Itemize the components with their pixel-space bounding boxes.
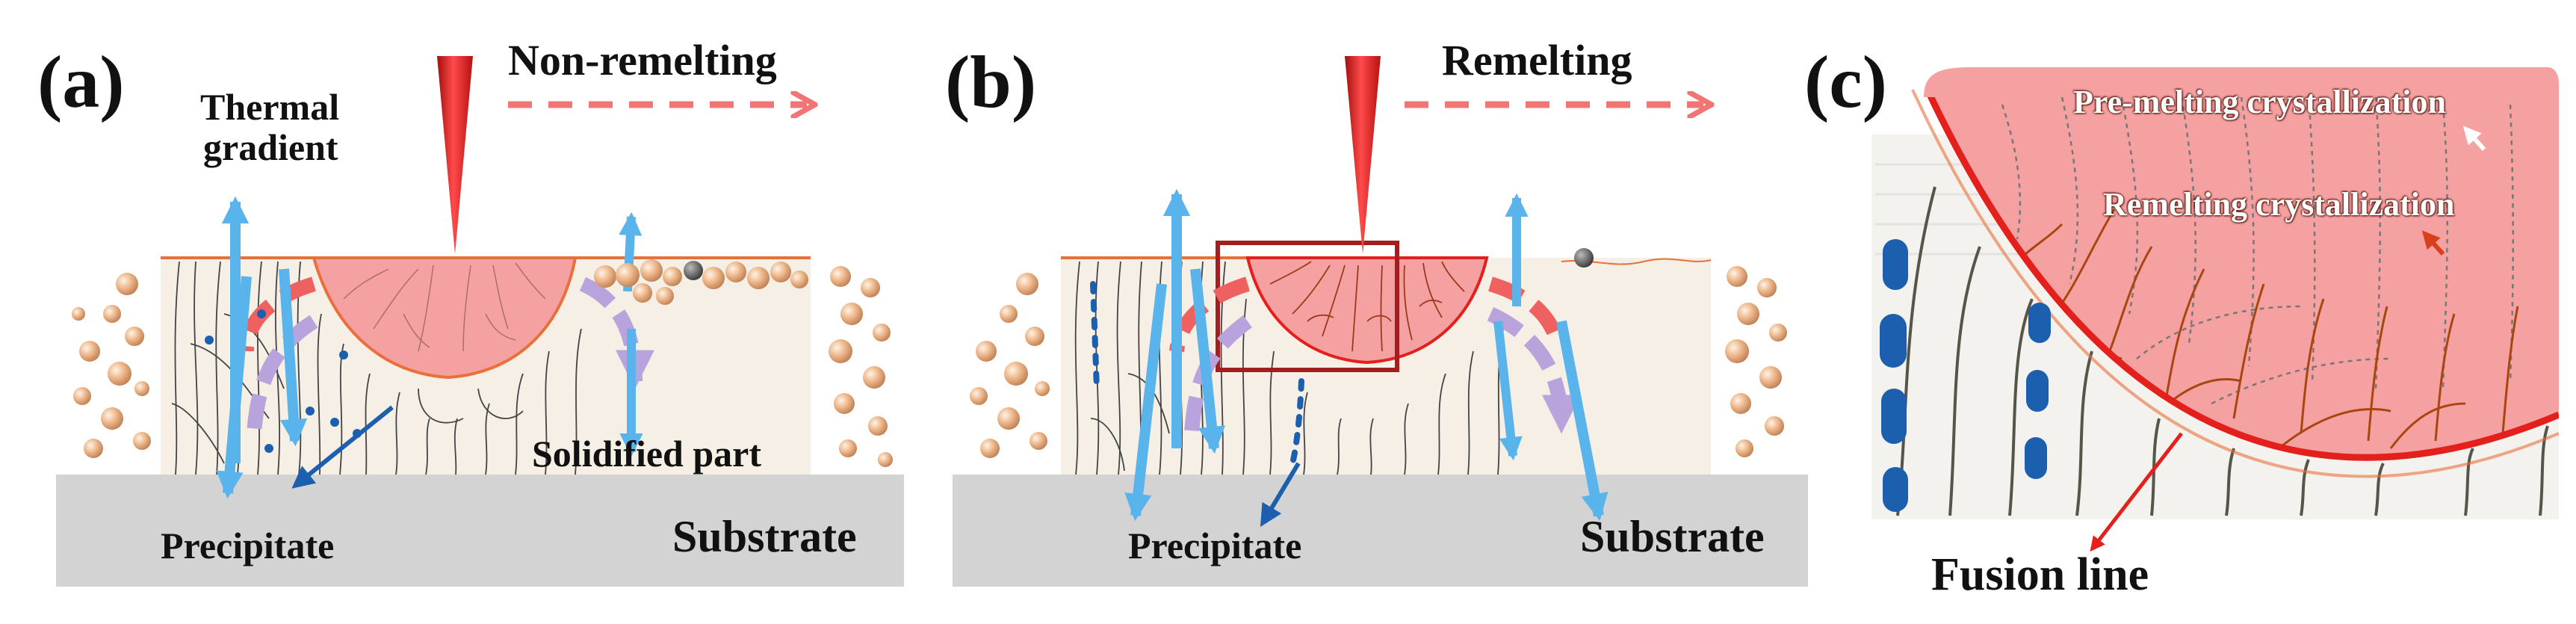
fusion-pointer-c xyxy=(2090,432,2183,552)
gradient-arrow-down-b2 xyxy=(1190,268,1226,454)
powder-right-b xyxy=(1725,266,1787,457)
remelt-pointer-c xyxy=(2421,230,2445,256)
melt-pool-a xyxy=(312,256,578,380)
precipitate-pointer-a xyxy=(291,405,394,489)
laser-b xyxy=(1345,56,1381,254)
panel-a xyxy=(56,56,904,587)
heat-arrow-purple-a1 xyxy=(247,315,318,434)
panel-b xyxy=(953,56,1808,587)
remelt-label-c: Remelting crystallization xyxy=(2103,186,2455,223)
spatter-particle-b xyxy=(1574,248,1594,268)
scan-label-a: Non-remelting xyxy=(508,36,777,84)
scan-label-b: Remelting xyxy=(1442,36,1632,84)
premelt-pointer-c xyxy=(2462,126,2486,151)
powder-right-a xyxy=(829,266,893,467)
gradient-arrow-down-b xyxy=(1124,283,1167,522)
remelt-dendrites-c xyxy=(1978,194,2519,450)
panel-c-letter: (c) xyxy=(1804,40,1887,123)
solidified-label-a: Solidified part xyxy=(532,433,761,475)
zoom-box-b xyxy=(1216,241,1399,372)
precipitates-c xyxy=(1880,239,2051,512)
precipitate-label-b: Precipitate xyxy=(1128,525,1302,566)
gradient-arrow-down-b4 xyxy=(1556,320,1609,522)
premelt-label-c: Pre-melting crystallization xyxy=(2073,84,2446,120)
panel-b-letter: (b) xyxy=(945,40,1037,123)
remelt-dendrites-b xyxy=(1269,261,1465,352)
heat-arrow-purple-b2 xyxy=(1487,306,1581,434)
panel-a-letter: (a) xyxy=(37,40,125,123)
gradient-arrow-down-a xyxy=(216,276,252,499)
panel-c xyxy=(1871,67,2559,552)
gradient-label-line2: gradient xyxy=(203,126,338,168)
powder-left-a xyxy=(72,273,151,458)
precipitates-a xyxy=(205,309,362,453)
powder-layer-a xyxy=(594,259,808,305)
heat-arrow-red-a xyxy=(239,277,316,352)
substrate-a xyxy=(56,475,904,587)
substrate-label-a: Substrate xyxy=(672,512,857,561)
gradient-arrow-down-a2 xyxy=(279,268,308,447)
laser-a xyxy=(437,56,473,254)
gradient-label-line1: Thermal xyxy=(200,86,340,128)
powder-left-b xyxy=(970,273,1050,458)
melt-pool-c xyxy=(1928,90,2559,458)
fusion-line-label-c: Fusion line xyxy=(1931,549,2149,600)
fusion-line-c xyxy=(1924,88,2559,461)
precipitate-pointer-b xyxy=(1260,462,1301,528)
substrate-label-b: Substrate xyxy=(1580,512,1765,561)
gradient-arrow-down-b3 xyxy=(1493,321,1523,461)
substrate-b xyxy=(953,475,1808,587)
precipitates-b xyxy=(1090,281,1304,466)
columnar-grains-c xyxy=(1896,186,2549,516)
heat-arrow-red-b2 xyxy=(1488,277,1565,346)
precipitate-label-a: Precipitate xyxy=(161,525,335,566)
